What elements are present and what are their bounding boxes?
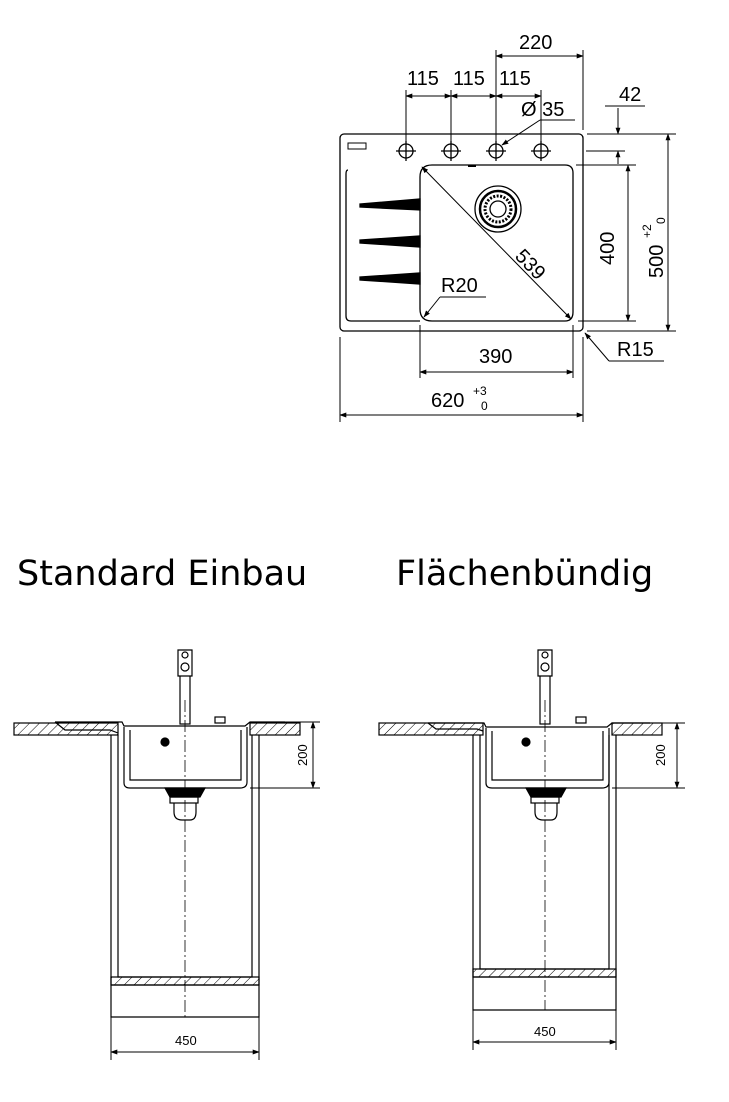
dim-hole-diameter: Ø 35 bbox=[521, 99, 564, 121]
dim-115: 115 bbox=[453, 68, 485, 90]
dim-height-200: 200 bbox=[295, 744, 310, 766]
drainboard-rib bbox=[359, 198, 421, 211]
dim-diagonal: 539 bbox=[510, 245, 549, 284]
cabinet-bottom bbox=[472, 968, 617, 978]
tap-hole bbox=[531, 141, 551, 161]
drain-ring-inner bbox=[483, 194, 513, 224]
logo-mark bbox=[347, 142, 367, 150]
section-title-flush: Flächenbündig bbox=[396, 554, 653, 594]
tap-hole-plug bbox=[214, 716, 226, 724]
sink-top-view bbox=[339, 133, 584, 332]
tap-hole bbox=[486, 141, 506, 161]
drain-trap bbox=[163, 787, 207, 798]
drain-outer bbox=[474, 185, 522, 233]
dim-cabinet-450: 450 bbox=[534, 1024, 556, 1039]
drain-trap bbox=[524, 787, 568, 798]
drainboard-profile bbox=[54, 721, 119, 734]
dim-620-tolerance-upper: +3 bbox=[473, 384, 487, 398]
bowl-section bbox=[123, 727, 248, 789]
bowl-section bbox=[485, 728, 610, 789]
cabinet-walls bbox=[472, 735, 617, 1011]
dim-390: 390 bbox=[479, 346, 512, 368]
dim-400: 400 bbox=[597, 232, 619, 265]
top-view-dimensions bbox=[339, 50, 676, 422]
dim-500-tolerance-upper: +2 bbox=[640, 224, 654, 238]
drainboard-outline bbox=[345, 169, 420, 322]
dim-42: 42 bbox=[619, 84, 641, 106]
drainboard-profile bbox=[427, 722, 484, 732]
tap-hole bbox=[441, 141, 461, 161]
dim-500-tolerance-lower: 0 bbox=[654, 217, 668, 224]
sink-outer-outline bbox=[339, 133, 584, 332]
dim-outer-radius: R15 bbox=[617, 339, 654, 361]
dim-115: 115 bbox=[407, 68, 439, 90]
drain-center bbox=[489, 200, 507, 218]
cabinet-inner bbox=[479, 735, 610, 970]
dim-620-tolerance-lower: 0 bbox=[481, 399, 488, 413]
dim-220: 220 bbox=[519, 32, 552, 54]
sink-rim bbox=[428, 722, 650, 728]
countertop-right bbox=[249, 722, 301, 736]
section-title-standard: Standard Einbau bbox=[17, 554, 307, 594]
tap-hole-plug bbox=[575, 716, 587, 724]
dim-inner-radius: R20 bbox=[441, 275, 478, 297]
standard-installation-section bbox=[13, 649, 320, 1060]
dim-height-200: 200 bbox=[653, 744, 668, 766]
dim-620: 620 bbox=[431, 390, 464, 412]
dim-cabinet-450: 450 bbox=[175, 1033, 197, 1048]
bowl-inner bbox=[129, 730, 242, 781]
drainboard-rib bbox=[359, 235, 421, 248]
countertop-left bbox=[13, 722, 119, 736]
sink-rim bbox=[55, 721, 285, 727]
dim-500: 500 bbox=[646, 245, 668, 278]
dim-115: 115 bbox=[499, 68, 531, 90]
tap-hole bbox=[396, 141, 416, 161]
bowl-inner bbox=[491, 731, 604, 781]
bowl-outline bbox=[419, 164, 574, 322]
flush-installation-section bbox=[378, 649, 685, 1050]
countertop-right bbox=[611, 722, 663, 736]
drainboard-rib bbox=[359, 272, 421, 285]
